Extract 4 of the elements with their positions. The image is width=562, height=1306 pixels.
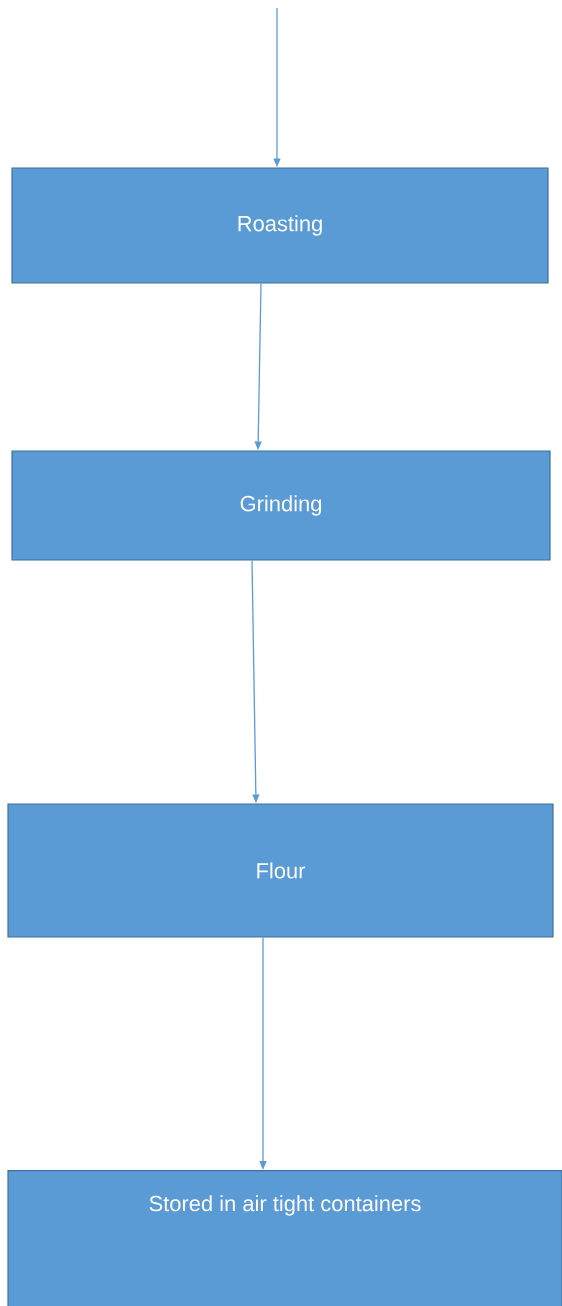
process-box: Grinding bbox=[11, 450, 551, 561]
process-box: Roasting bbox=[11, 167, 549, 284]
process-box: Stored in air tight containers bbox=[7, 1170, 562, 1306]
process-box: Flour bbox=[7, 803, 554, 938]
